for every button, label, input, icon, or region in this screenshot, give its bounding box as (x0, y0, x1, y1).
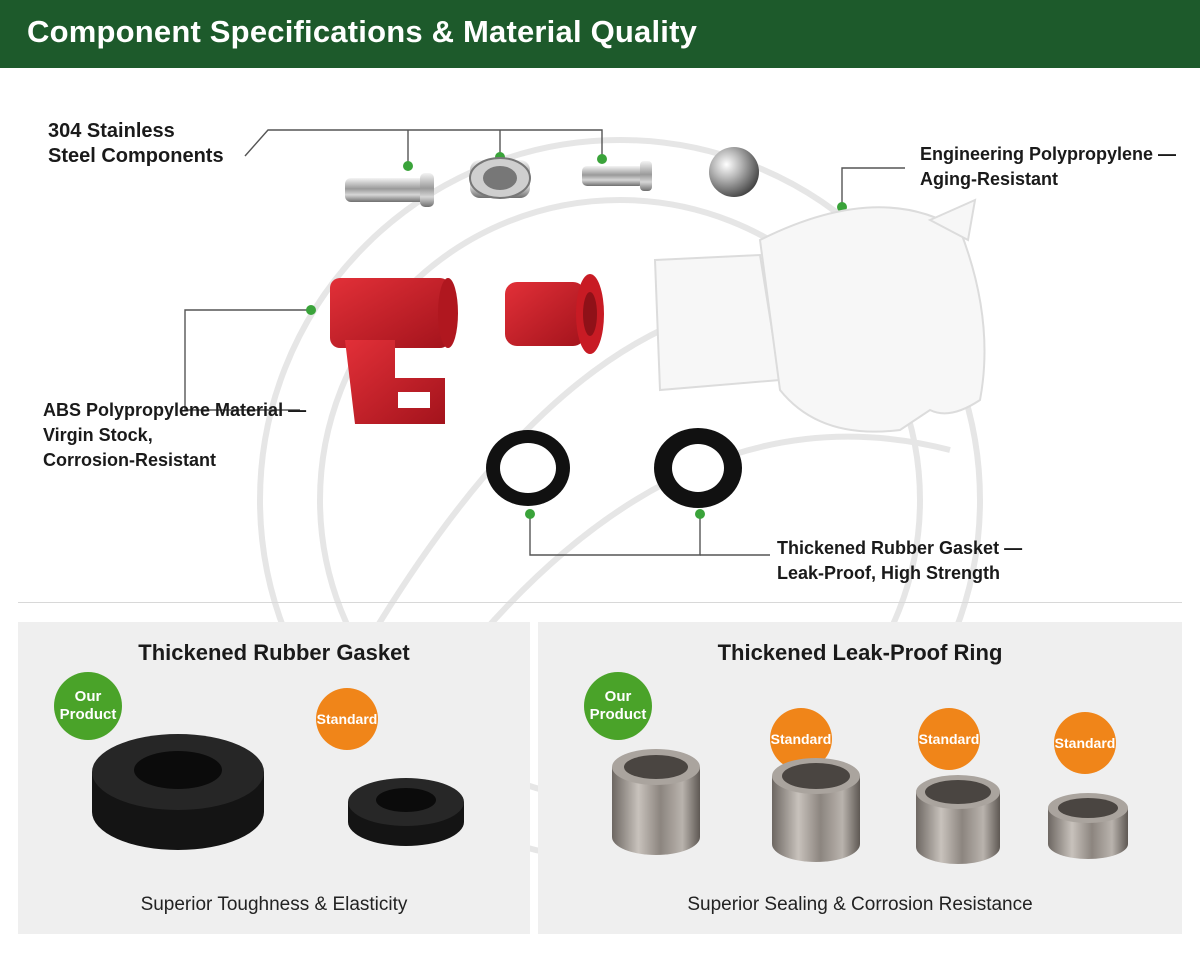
black-gasket-left (486, 430, 570, 506)
steel-pin-right (582, 161, 652, 191)
standard-badge: Standard (316, 688, 378, 750)
black-gasket-right (654, 428, 742, 508)
ring-comparison-image (612, 749, 1128, 864)
parts-illustration (184, 129, 986, 556)
our-gasket (92, 734, 264, 850)
gasket-comparison-image (92, 734, 464, 850)
callout-steel: 304 Stainless Steel Components (48, 120, 224, 167)
our-ring (612, 749, 700, 855)
our-product-badge: Our Product (54, 672, 122, 740)
standard-ring-1 (772, 758, 860, 862)
panel-title: Thickened Rubber Gasket (138, 640, 410, 665)
standard-badge: Standard (918, 708, 980, 770)
page-title: Component Specifications & Material Qual… (27, 14, 698, 49)
standard-gasket (348, 778, 464, 846)
white-pp-part (653, 198, 986, 433)
standard-badge: Standard (1054, 712, 1116, 774)
red-abs-part-small (505, 274, 604, 354)
header-bar: Component Specifications & Material Qual… (0, 0, 1200, 68)
panel-title: Thickened Leak-Proof Ring (717, 640, 1003, 665)
steel-ring (469, 157, 531, 199)
callout-gasket: Thickened Rubber Gasket — Leak-Proof, Hi… (777, 538, 1023, 583)
panel-caption: Superior Toughness & Elasticity (140, 894, 408, 915)
callout-polypropylene: Engineering Polypropylene — Aging-Resist… (920, 144, 1177, 189)
section-divider (18, 602, 1182, 603)
gasket-comparison-panel: Thickened Rubber Gasket Our Product Stan… (18, 622, 530, 934)
callout-abs: ABS Polypropylene Material — Virgin Stoc… (43, 400, 307, 470)
our-product-badge: Our Product (584, 672, 652, 740)
red-abs-part-large (330, 278, 458, 424)
standard-ring-3 (1048, 793, 1128, 859)
standard-ring-2 (916, 775, 1000, 864)
ring-comparison-panel: Thickened Leak-Proof Ring Our Product St… (538, 622, 1182, 934)
steel-pin-left (345, 173, 434, 207)
panel-caption: Superior Sealing & Corrosion Resistance (687, 894, 1033, 915)
